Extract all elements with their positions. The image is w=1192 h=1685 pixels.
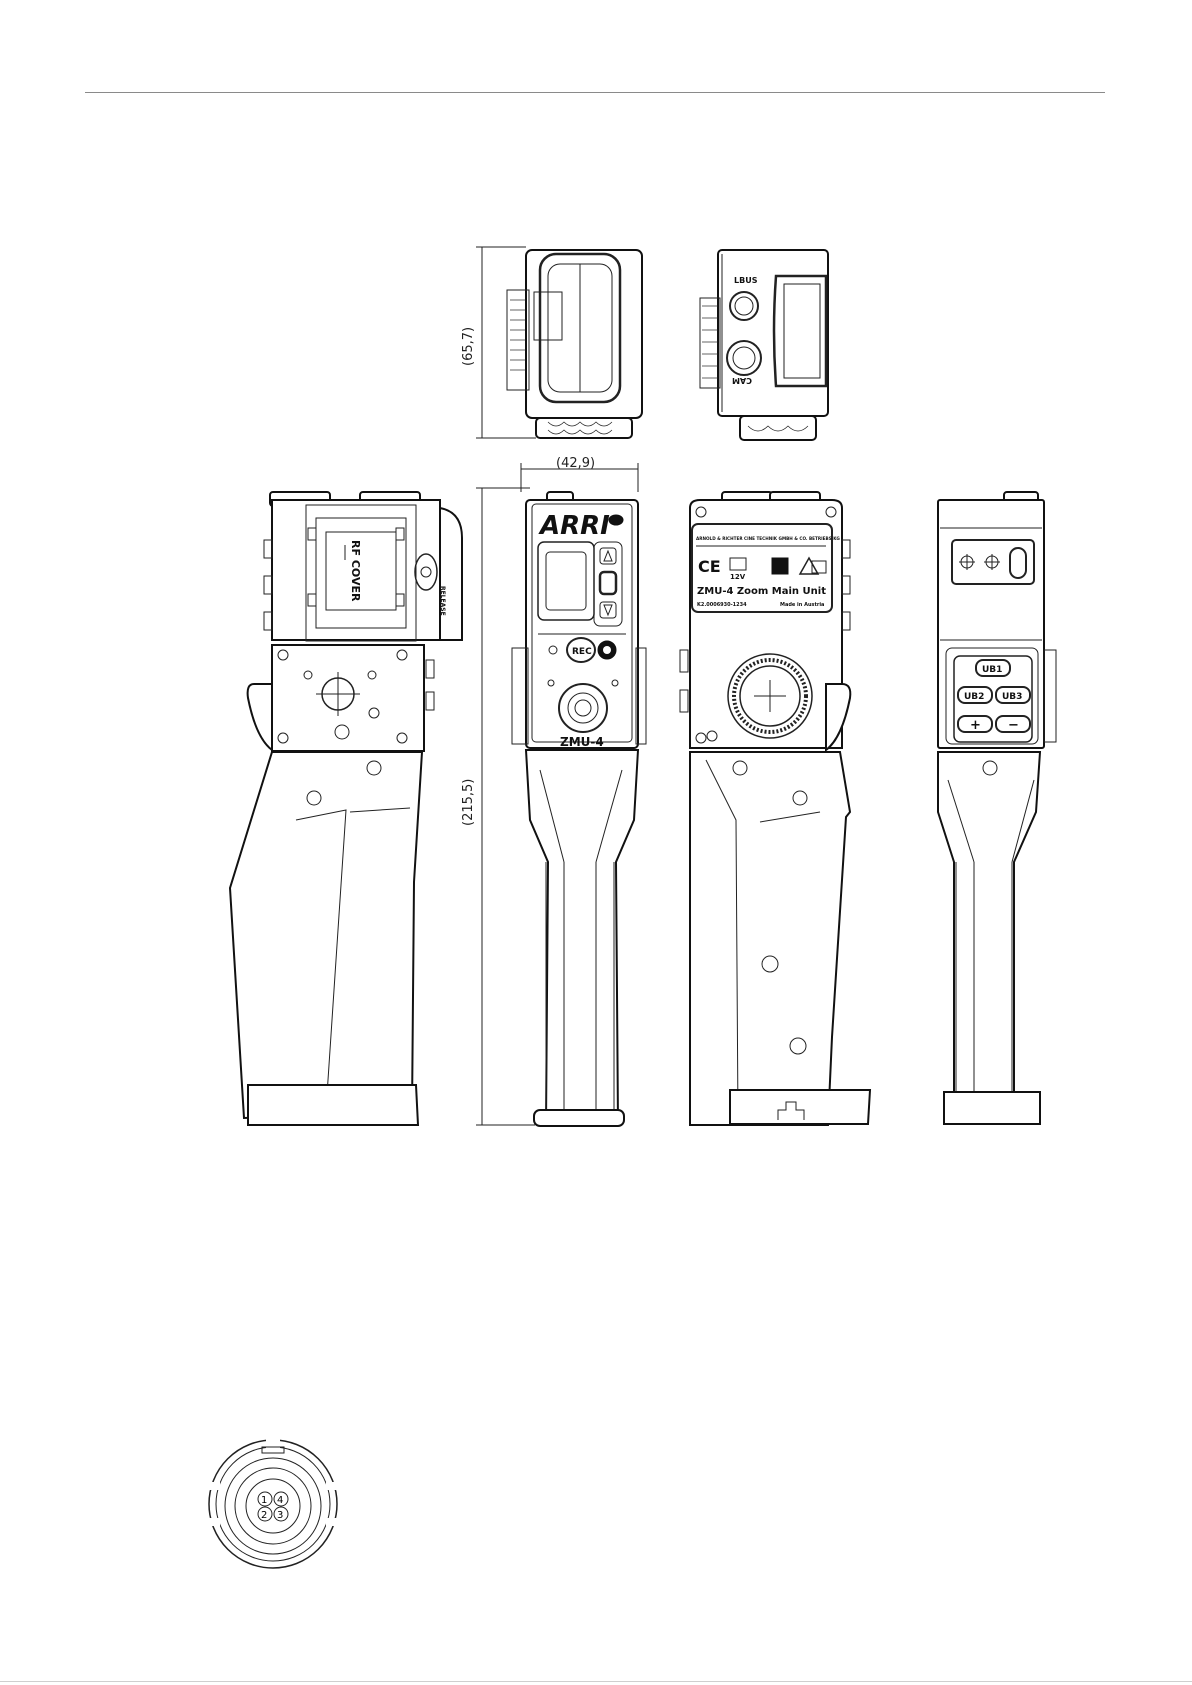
user-button-3-label: UB3 <box>1002 692 1022 702</box>
cam-connector-label: CAM <box>732 376 752 385</box>
dimension-height-top: (65,7) <box>461 247 536 438</box>
dimension-label-65-7: (65,7) <box>461 327 476 366</box>
top-side-view: LBUS CAM <box>700 250 828 440</box>
dimension-height-total: (215,5) <box>461 488 535 1125</box>
user-button-2-label: UB2 <box>964 692 984 702</box>
top-view <box>507 250 642 438</box>
release-label: RELEASE <box>439 586 446 616</box>
lbus-connector-label: LBUS <box>734 276 758 285</box>
rear-view: ARNOLD & RICHTER CINE TECHNIK GMBH & CO.… <box>680 492 870 1125</box>
left-side-view: RF COVER RELEASE <box>230 492 462 1125</box>
front-view: ARRI REC ZMU-4 <box>512 492 646 1126</box>
dimension-label-215-5: (215,5) <box>461 779 476 826</box>
model-label-front: ZMU-4 <box>560 735 604 749</box>
right-side-view: UB1 UB2 UB3 + − <box>938 492 1056 1124</box>
user-button-1-label: UB1 <box>982 665 1002 675</box>
pin-3-label: 3 <box>277 1510 283 1521</box>
origin-label: Made in Austria <box>780 602 824 608</box>
arri-logo-text: ARRI <box>538 511 610 541</box>
connector-pinout: 1 4 2 3 <box>208 1438 338 1568</box>
pin-4-label: 4 <box>277 1495 283 1506</box>
pin-1-label: 1 <box>261 1495 267 1506</box>
footer-rule <box>0 1681 1192 1682</box>
rec-button-label: REC <box>572 647 592 657</box>
plus-button-label: + <box>970 718 981 733</box>
rf-cover-label: RF COVER <box>349 540 362 602</box>
dimension-label-42-9: (42,9) <box>556 456 595 471</box>
ce-mark: CE <box>698 557 721 576</box>
voltage-label: 12V <box>730 573 746 581</box>
pin-2-label: 2 <box>261 1510 267 1521</box>
connector-pins: 1 4 2 3 <box>258 1492 288 1521</box>
product-name-label: ZMU-4 Zoom Main Unit <box>697 586 826 597</box>
manufacturer-label: ARNOLD & RICHTER CINE TECHNIK GMBH & CO.… <box>696 536 840 541</box>
minus-button-label: − <box>1008 718 1019 733</box>
serial-number-label: K2.0006930-1234 <box>697 602 747 608</box>
dimension-width-front: (42,9) <box>521 456 638 492</box>
